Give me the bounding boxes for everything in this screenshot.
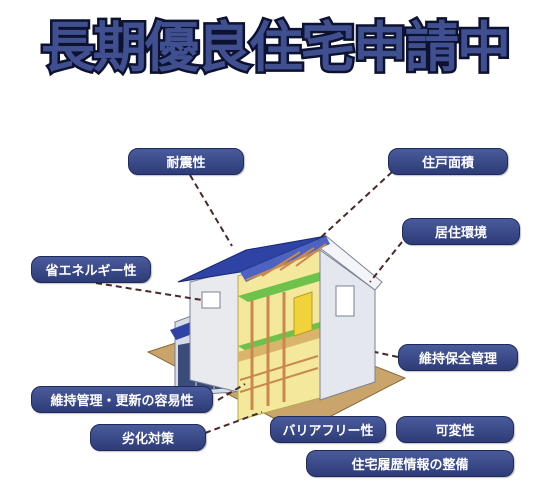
leader-iji-hozen: [374, 351, 399, 358]
leader-taishin: [189, 174, 233, 247]
label-rireki: 住宅履歴情報の整備: [306, 450, 514, 477]
label-taishin: 耐震性: [128, 148, 244, 175]
label-kyoju-kankyo: 居住環境: [402, 218, 520, 245]
leader-jukomenseki: [317, 171, 393, 241]
leader-sho-energy: [95, 282, 203, 301]
leader-iji-koshin: [217, 383, 246, 401]
leader-kyoju-kankyo: [369, 241, 403, 283]
house-right-wall: [319, 249, 376, 401]
interior-door: [293, 291, 313, 337]
floor-beam-upper: [238, 272, 330, 302]
label-barrier-free: バリアフリー性: [270, 416, 386, 443]
label-rekka-taisaku: 劣化対策: [90, 424, 206, 451]
label-kahensei: 可変性: [396, 416, 514, 443]
leader-lines: [95, 171, 403, 434]
page-title: 長期優良住宅申請中: [41, 16, 509, 79]
label-iji-hozen: 維持保全管理: [398, 344, 518, 371]
label-sho-energy: 省エネルギー性: [31, 256, 151, 283]
leader-rekka-taisaku: [204, 411, 263, 434]
label-jukomenseki: 住戸面積: [388, 148, 508, 175]
label-iji-koshin: 維持管理・更新の容易性: [31, 386, 213, 413]
